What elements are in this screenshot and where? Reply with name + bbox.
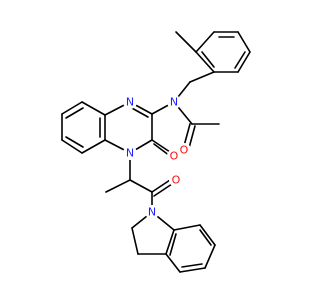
bond bbox=[65, 107, 84, 119]
atom-label-bg bbox=[169, 173, 183, 187]
atom-label-bg bbox=[123, 95, 137, 109]
atom-label-n-ring: N bbox=[126, 147, 134, 160]
atom-label-bg bbox=[145, 205, 159, 219]
bond bbox=[189, 71, 215, 83]
bond bbox=[65, 136, 84, 148]
bond bbox=[165, 253, 181, 273]
bond bbox=[179, 267, 206, 273]
atom-label-n-amide: N bbox=[170, 96, 178, 109]
bond bbox=[165, 229, 175, 255]
atom-label-o-ring: O bbox=[170, 150, 179, 163]
bond bbox=[81, 101, 106, 116]
bond bbox=[237, 31, 251, 53]
bond bbox=[169, 233, 177, 256]
bond bbox=[153, 183, 173, 197]
bond bbox=[204, 244, 216, 269]
bond bbox=[129, 179, 153, 193]
atom-label-bg bbox=[123, 146, 137, 160]
bond bbox=[175, 31, 197, 53]
atom-label-o-ketone: O bbox=[172, 174, 181, 187]
bond bbox=[201, 51, 215, 68]
bond bbox=[199, 224, 216, 246]
bond bbox=[234, 51, 246, 69]
atom-label-bg bbox=[167, 149, 181, 163]
bond bbox=[195, 31, 215, 53]
bond bbox=[61, 101, 83, 115]
atom-label-n-top: N bbox=[126, 96, 134, 109]
bond bbox=[181, 263, 203, 268]
bond bbox=[81, 139, 106, 154]
bond bbox=[61, 139, 83, 154]
atom-label-n-indoline: N bbox=[148, 206, 156, 219]
bond bbox=[199, 229, 212, 246]
atom-label-o-acetyl: O bbox=[180, 144, 189, 157]
atom-label-bg bbox=[167, 95, 181, 109]
bond bbox=[195, 51, 215, 73]
bond bbox=[173, 224, 201, 231]
bond bbox=[188, 125, 196, 149]
bond bbox=[151, 179, 171, 193]
bond bbox=[129, 106, 149, 118]
bond bbox=[131, 227, 139, 255]
bonds-layer bbox=[61, 31, 251, 273]
bond bbox=[151, 139, 171, 153]
bond bbox=[105, 179, 131, 193]
bond bbox=[183, 123, 191, 147]
bond bbox=[237, 51, 251, 73]
